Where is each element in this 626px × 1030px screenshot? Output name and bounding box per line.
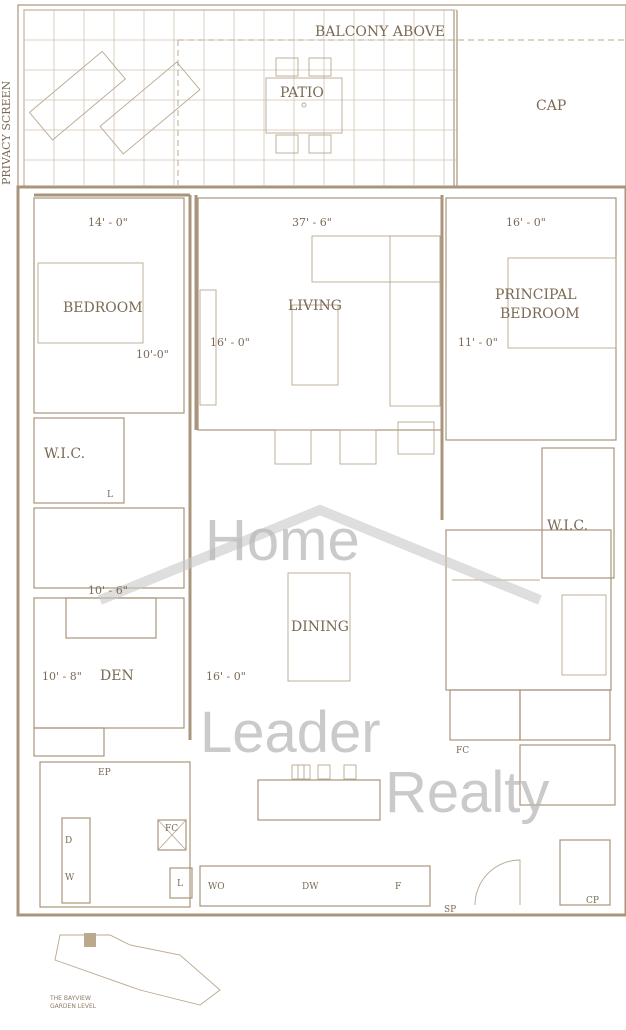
fc-label-1: FC — [165, 824, 178, 834]
den-depth: 10' - 8" — [42, 670, 82, 683]
cap-label: CAP — [536, 98, 566, 114]
bedroom-width: 14' - 0" — [88, 216, 128, 229]
washer-label: W — [65, 873, 75, 883]
den-label: DEN — [100, 668, 134, 684]
privacy-screen-label: PRIVACY SCREEN — [0, 80, 13, 185]
cp-label: CP — [586, 896, 599, 906]
principal-bedroom-label-2: BEDROOM — [500, 306, 580, 322]
wall-oven-label: WO — [208, 882, 225, 892]
dishwasher-label: DW — [302, 882, 319, 892]
wic-left-label: W.I.C. — [44, 446, 85, 462]
walls — [16, 185, 626, 917]
living-depth: 16' - 0" — [210, 336, 250, 349]
principal-bedroom-depth: 11' - 0" — [458, 336, 498, 349]
ep-label: EP — [98, 768, 111, 778]
bedroom-depth: 10'-0" — [136, 348, 169, 361]
den-width: 10' - 6" — [88, 584, 128, 597]
living-width: 37' - 6" — [292, 216, 332, 229]
wic-right-label: W.I.C. — [547, 518, 588, 534]
principal-bedroom-label-1: PRINCIPAL — [495, 287, 577, 303]
patio-grid — [17, 4, 626, 188]
dryer-label: D — [65, 836, 72, 846]
living-label: LIVING — [288, 298, 342, 314]
linen-closet-2: L — [177, 879, 183, 889]
watermark-line-1: Home — [205, 508, 360, 573]
bedroom-label: BEDROOM — [63, 300, 143, 316]
key-plan: THE BAYVIEW GARDEN LEVEL — [49, 933, 221, 1010]
watermark-line-2: Leader — [200, 700, 381, 765]
dining-label: DINING — [291, 619, 349, 635]
watermark-line-3: Realty — [385, 760, 549, 825]
key-plan-line-1: THE BAYVIEW — [49, 995, 91, 1002]
watermark: Home Leader Realty — [98, 504, 549, 825]
key-plan-line-2: GARDEN LEVEL — [50, 1003, 97, 1010]
sp-label: SP — [444, 905, 456, 915]
patio-furniture — [28, 50, 343, 155]
balcony-above-label: BALCONY ABOVE — [315, 24, 445, 40]
linen-closet-1: L — [107, 490, 113, 500]
fc-label-2: FC — [456, 746, 469, 756]
fridge-label: F — [395, 882, 401, 892]
principal-bedroom-width: 16' - 0" — [506, 216, 546, 229]
patio-label: PATIO — [280, 85, 324, 101]
dining-depth: 16' - 0" — [206, 670, 246, 683]
